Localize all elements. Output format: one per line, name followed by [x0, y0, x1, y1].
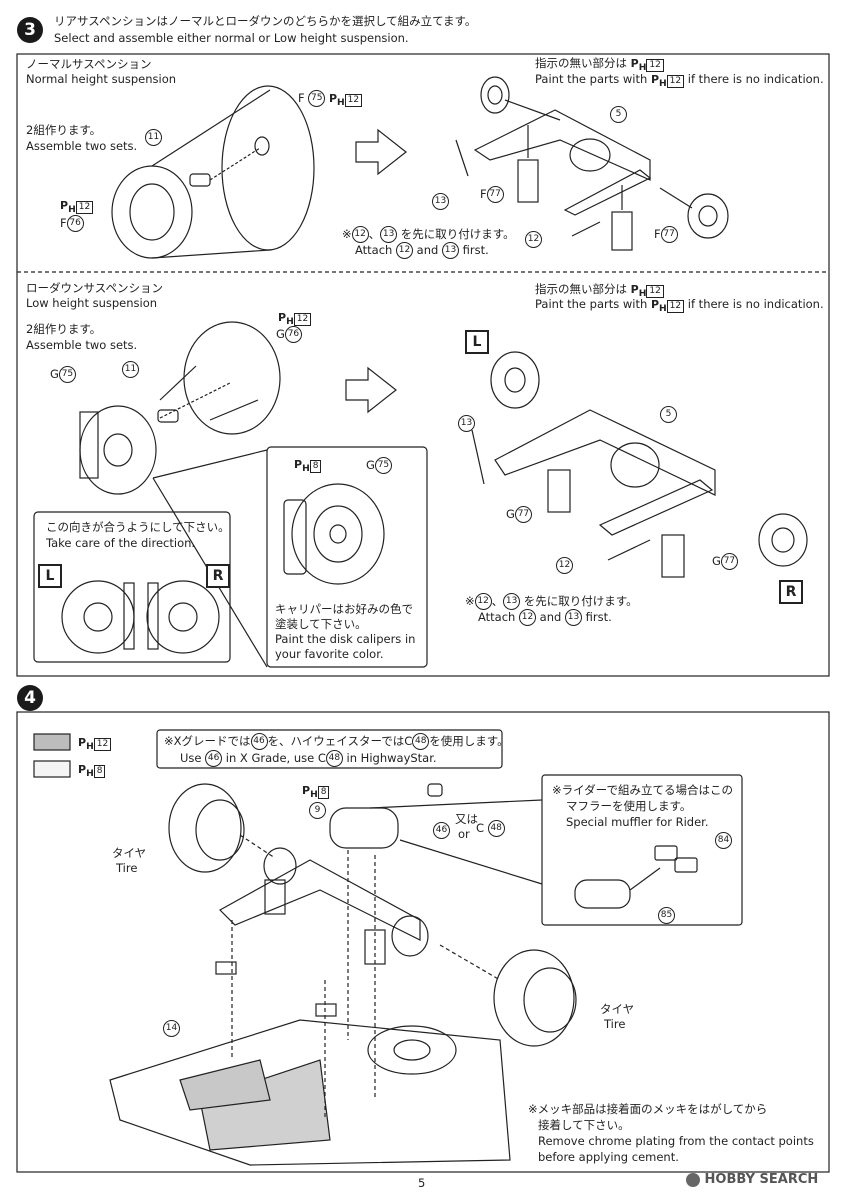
tire-left-en: Tire	[116, 861, 138, 875]
chrome-note-jp2: 接着して下さい。	[538, 1118, 630, 1132]
part-14: 14	[163, 1018, 180, 1037]
step3-title-en: Select and assemble either normal or Low…	[54, 31, 409, 45]
arrow-right-icon	[355, 128, 407, 176]
rider-note-jp1: ※ライダーで組み立てる場合はこの	[552, 783, 733, 797]
or-en: or	[458, 827, 470, 841]
normal-part-11: 11	[145, 127, 162, 146]
part-c48: C 48	[476, 820, 505, 837]
tire-left-jp: タイヤ	[112, 846, 147, 860]
step4-frame	[16, 711, 830, 1173]
part-46: 46	[433, 820, 450, 839]
part-9: 9	[309, 800, 326, 819]
caliper-note-en1: Paint the disk calipers in	[275, 632, 416, 646]
low-part-5: 5	[660, 404, 677, 423]
low-heading-jp: ローダウンサスペンション	[26, 281, 163, 295]
part-84: 84	[715, 830, 732, 849]
tire-right-en: Tire	[604, 1017, 626, 1031]
normal-spring-drawing	[111, 85, 315, 259]
direction-jp: この向きが合うようにして下さい。	[46, 520, 230, 534]
normal-axle-drawing	[455, 76, 729, 251]
low-attach-jp: ※12、13 を先に取り付けます。	[465, 593, 638, 610]
right-badge: R	[206, 564, 230, 588]
chrome-note-en2: before applying cement.	[538, 1150, 679, 1164]
low-attach-en: Attach 12 and 13 first.	[478, 609, 612, 626]
step3-title-jp: リアサスペンションはノーマルとローダウンのどちらかを選択して組み立てます。	[54, 14, 477, 28]
rider-callout-frame	[541, 774, 743, 926]
or-jp: 又は	[455, 812, 478, 826]
legend-light-swatch	[33, 760, 71, 778]
normal-part-5: 5	[610, 104, 627, 123]
direction-en: Take care of the direction.	[46, 536, 196, 550]
low-spring-drawing	[79, 321, 281, 495]
low-sets-en: Assemble two sets.	[26, 338, 138, 352]
step4-number: 4	[17, 685, 43, 711]
low-sets-jp: 2組作ります。	[26, 322, 102, 336]
direction-callout-frame	[33, 511, 231, 663]
chrome-note-en1: Remove chrome plating from the contact p…	[538, 1134, 814, 1148]
part-85: 85	[658, 905, 675, 924]
rider-note-en: Special muffler for Rider.	[566, 815, 709, 829]
left-badge: L	[38, 564, 62, 588]
chrome-note-jp1: ※メッキ部品は接着面のメッキをはがしてから	[528, 1102, 768, 1116]
normal-part-13: 13	[432, 191, 449, 210]
low-part-13: 13	[458, 413, 475, 432]
watermark-logo-icon	[686, 1172, 700, 1187]
low-left-badge: L	[465, 330, 489, 354]
legend-dark-swatch	[33, 733, 71, 751]
low-part-12: 12	[556, 555, 573, 574]
normal-heading-en: Normal height suspension	[26, 72, 177, 86]
normal-attach-en: Attach 12 and 13 first.	[355, 242, 489, 259]
caliper-note-en2: your favorite color.	[275, 647, 384, 661]
page-number: 5	[418, 1176, 426, 1190]
low-heading-en: Low height suspension	[26, 296, 158, 310]
direction-discs-drawing	[61, 580, 220, 654]
low-part-11: 11	[122, 359, 139, 378]
step3-frame	[16, 53, 830, 677]
low-axle-drawing	[471, 351, 808, 578]
rider-note-jp2: マフラーを使用します。	[566, 799, 692, 813]
watermark: HOBBY SEARCH	[686, 1172, 818, 1187]
low-right-badge: R	[779, 580, 803, 604]
caliper-disc-drawing	[283, 483, 385, 585]
normal-heading-jp: ノーマルサスペンション	[26, 57, 152, 71]
rider-muffler-drawing	[574, 845, 698, 909]
step3-number: 3	[17, 17, 43, 43]
caliper-note-jp1: キャリパーはお好みの色で	[275, 602, 413, 616]
normal-attach-jp: ※12、13 を先に取り付けます。	[342, 226, 515, 243]
normal-part-12: 12	[525, 229, 542, 248]
grade-note-frame	[156, 729, 503, 769]
normal-sets-jp: 2組作ります。	[26, 123, 102, 137]
step4-assembly-drawing	[109, 783, 577, 1166]
tire-right-jp: タイヤ	[600, 1002, 635, 1016]
normal-sets-en: Assemble two sets.	[26, 139, 138, 153]
caliper-note-jp2: 塗装して下さい。	[275, 617, 367, 631]
arrow-right-icon-2	[345, 366, 397, 414]
caliper-callout-frame	[266, 446, 428, 668]
